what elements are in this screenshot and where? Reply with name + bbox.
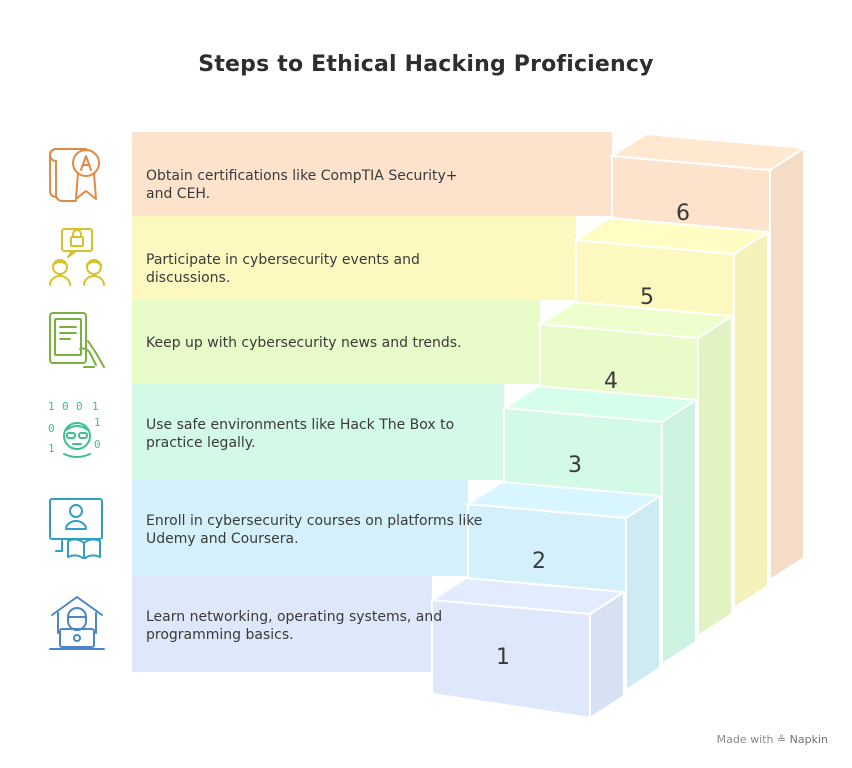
svg-text:1: 1 [48,442,55,455]
step-1-number: 1 [496,645,510,670]
svg-text:0: 0 [76,400,83,413]
step-4-side [697,314,733,638]
step-6-side [769,146,805,582]
watermark-prefix: Made with [716,733,774,746]
step-1-top [429,576,627,616]
step-2-number: 2 [532,549,546,574]
svg-text:1: 1 [92,400,99,413]
certificate-award-icon [49,148,100,202]
step-6-top [609,132,807,172]
step-1: 1 [429,576,627,720]
step-1-text: Learn networking, operating systems, and… [146,609,443,643]
watermark-brand: Napkin [789,733,828,746]
online-course-book-icon [49,498,103,559]
step-6-text: Obtain certifications like CompTIA Secur… [146,168,458,202]
people-chat-lock-icon [49,228,105,286]
svg-text:0: 0 [48,422,55,435]
step-4-number: 4 [604,369,618,394]
page-title: Steps to Ethical Hacking Proficiency [198,52,654,77]
step-3-side [661,398,697,666]
napkin-watermark: Made with ≗ Napkin [717,733,828,746]
step-2-text: Enroll in cybersecurity courses on platf… [146,513,483,547]
band-step-6 [132,132,612,216]
svg-text:0: 0 [62,400,69,413]
step-5-text: Participate in cybersecurity events and … [146,252,420,286]
step-4-text: Keep up with cybersecurity news and tren… [146,335,462,351]
step-3-text: Use safe environments like Hack The Box … [146,417,455,451]
band-step-5 [132,216,576,300]
home-laptop-user-icon [49,596,105,650]
tablet-news-icon [49,312,105,368]
color-bands [132,132,612,672]
step-5-top [573,216,771,256]
step-6-number: 6 [676,201,690,226]
svg-text:0: 0 [94,438,101,451]
step-3-number: 3 [568,453,582,478]
svg-text:1: 1 [94,416,101,429]
band-step-3 [132,384,504,480]
step-4-top [537,300,735,340]
band-step-2 [132,480,468,576]
step-3-top [501,384,699,424]
step-5-side [733,230,769,610]
napkin-logo-icon: ≗ [776,733,787,746]
step-5-number: 5 [640,285,654,310]
band-step-4 [132,300,540,384]
step-2-top [465,480,663,520]
step-2-side [625,494,661,692]
staircase-steps: 6 5 4 3 2 1 [429,132,807,720]
svg-text:1: 1 [48,400,55,413]
band-step-1 [132,576,432,672]
